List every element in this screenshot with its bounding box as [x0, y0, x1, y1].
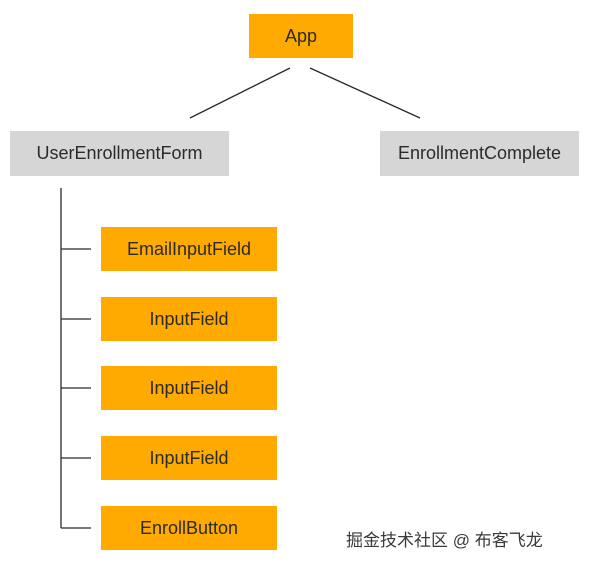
node-userenrollmentform: UserEnrollmentForm: [10, 131, 229, 176]
node-inputfield: InputField: [101, 366, 277, 410]
node-enrollmentcomplete: EnrollmentComplete: [380, 131, 579, 176]
watermark: 掘金技术社区 @ 布客飞龙: [346, 531, 543, 550]
node-inputfield: InputField: [101, 436, 277, 480]
edge-app-to-userenrollmentform: [189, 67, 291, 119]
node-inputfield: InputField: [101, 297, 277, 341]
node-app: App: [249, 14, 353, 58]
node-enrollbutton: EnrollButton: [101, 506, 277, 550]
node-emailinputfield: EmailInputField: [101, 227, 277, 271]
edge-app-to-enrollmentcomplete: [309, 67, 421, 119]
